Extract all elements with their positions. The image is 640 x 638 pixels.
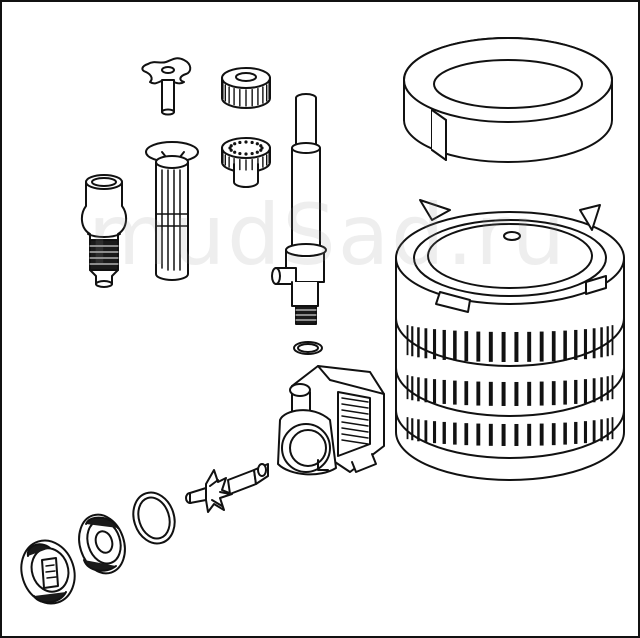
cage-slot [563,422,567,445]
cage-slot [411,326,414,357]
spray-hole [259,148,263,152]
cage-slot [442,421,446,444]
cage-slot [611,325,614,356]
cage-slot [551,381,556,406]
cage-slot [406,325,409,356]
cage-slot [551,331,556,362]
cage-slot [539,423,544,446]
spray-holes [228,140,264,156]
spray-hole [250,151,254,156]
spray-hole [229,144,233,148]
perforated-nozzle-icon [221,137,271,188]
cage-slot [417,327,420,358]
cage-slot [539,331,544,362]
cage-slot [424,420,428,443]
tee-nozzle-icon [141,57,192,116]
cage-slot [539,381,544,406]
cage-slot [514,423,519,446]
spray-hole [244,152,248,156]
spray-hole [233,142,237,146]
cage-slot [574,421,578,444]
cage-slot [527,331,532,362]
spray-hole [238,140,242,145]
cage-slot [476,381,481,406]
cage-slot [417,377,420,402]
cage-slot [476,331,481,362]
cage-slot [442,329,446,360]
submersible-pump-icon [277,365,385,476]
cage-slot [592,378,596,403]
cage-slot [574,329,578,360]
cage-slot [606,376,609,401]
cage-slot [501,423,506,446]
cage-slot [563,380,567,405]
spray-hole [244,140,248,144]
cylindrical-filter-cage-icon [395,199,625,481]
cage-slot [592,328,596,359]
cage-slot [600,419,603,442]
cage-slot [600,377,603,402]
cage-slot [464,381,469,406]
cage-slot [600,327,603,358]
cage-slot [611,375,614,400]
gear-teeth [222,81,270,107]
cage-slot [551,423,556,446]
spray-hole [259,144,263,148]
cage-slot [527,423,532,446]
inlet-cap-icon [20,539,76,605]
foam-ring-icon [403,37,613,163]
cage-slot [406,417,409,440]
cage-slot [501,331,506,362]
foam-jet-nozzle-icon [80,174,128,288]
cage-slot [583,329,588,360]
cage-slot [488,331,493,362]
cage-slot [488,381,493,406]
spray-hole [255,142,259,146]
bell-nozzle-icon [145,141,199,281]
cage-slot [453,380,457,405]
cage-slot [527,381,532,406]
cage-slot [563,330,567,361]
cage-slot [453,330,457,361]
cage-slot [406,375,409,400]
cage-slot [432,329,437,360]
cage-slot [464,331,469,362]
cage-slot [424,378,428,403]
volute-cover-icon [78,513,126,575]
spray-hole [233,150,237,154]
o-ring-icon [293,341,323,355]
spray-hole [255,150,259,154]
cage-slot [501,381,506,406]
telescopic-pipe-icon [271,93,327,325]
o-ring-icon [132,491,176,545]
cage-slot [442,379,446,404]
impeller-icon [185,463,269,513]
cage-slot [606,326,609,357]
cage-slot [476,423,481,446]
cage-slot [592,420,596,443]
cage-slot [411,376,414,401]
cage-slot [514,331,519,362]
cage-slot [464,423,469,446]
cage-slot [514,381,519,406]
cage-slot [411,418,414,441]
cage-slot [611,417,614,440]
cage-slot [432,379,437,404]
spray-hole [250,140,254,145]
cage-slot [417,419,420,442]
cage-slot [583,421,588,444]
cage-slot [424,328,428,359]
cage-slot [432,421,437,444]
cage-slot [574,379,578,404]
spray-hole [238,151,242,156]
cage-slot [488,423,493,446]
cage-slot [606,418,609,441]
cage-slot [453,422,457,445]
gear-cap-icon [221,67,271,109]
cage-slot [583,379,588,404]
cage-slots [406,325,614,446]
gear-teeth [222,151,270,171]
